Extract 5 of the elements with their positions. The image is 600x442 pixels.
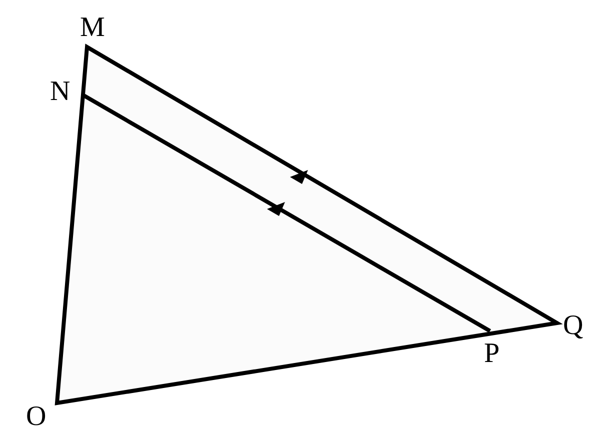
point-label: N (50, 78, 70, 106)
point-label: P (484, 340, 500, 368)
point-label: M (80, 14, 105, 42)
point-label: Q (563, 312, 584, 340)
point-label: O (26, 403, 46, 431)
